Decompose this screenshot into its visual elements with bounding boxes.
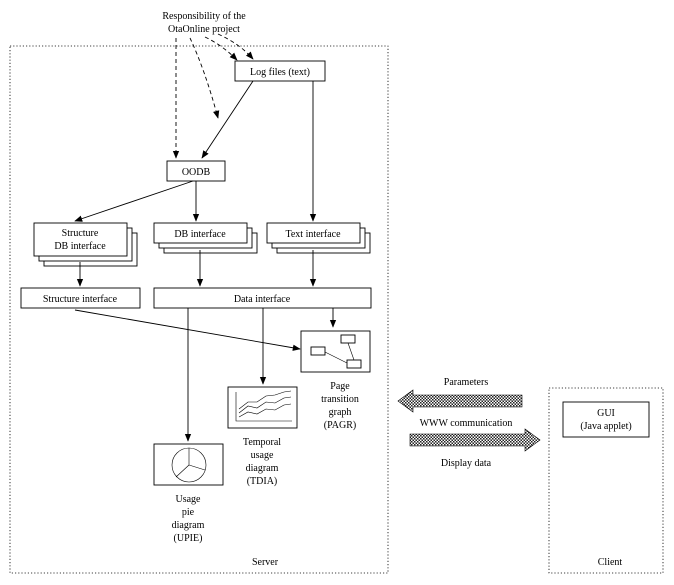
db-interface-label: DB interface — [174, 229, 226, 240]
data-interface-label: Data interface — [234, 294, 291, 305]
text-interface-box — [266, 222, 361, 244]
arrow-structure-interface-to-pagr — [74, 309, 301, 351]
gui-label-line-2: (Java applet) — [580, 421, 631, 432]
structure-db-interface-label-line-2: DB interface — [54, 241, 106, 252]
www-communication-label: WWW communication — [420, 418, 513, 429]
arrow-log-to-oodb — [201, 80, 254, 159]
pagr-label-line-3: graph — [329, 407, 352, 418]
tdia-label-line-2: usage — [251, 450, 274, 461]
pagr-node-top — [340, 334, 356, 344]
tdia-label-line-3: diagram — [246, 463, 279, 474]
responsibility-arrow-middle — [204, 36, 238, 61]
upie-slice-line-2 — [188, 464, 206, 471]
tdia-label-line-4: (TDIA) — [247, 476, 278, 487]
gui-label-line-1: GUI — [597, 408, 615, 419]
pagr-node-left — [310, 346, 326, 356]
log-files-label: Log files (text) — [250, 67, 310, 78]
structure-interface-label: Structure interface — [43, 294, 118, 305]
upie-label-line-1: Usage — [176, 494, 202, 505]
pagr-edge-left-bottom — [324, 351, 348, 364]
parameters-label: Parameters — [444, 377, 489, 388]
pagr-label-line-2: transition — [321, 394, 359, 405]
pagr-node-bottom — [346, 359, 362, 369]
upie-pie-icon — [153, 443, 224, 486]
tdia-axes — [235, 392, 292, 422]
display-data-arrow-icon — [409, 428, 541, 452]
structure-db-interface-label-line-1: Structure — [62, 228, 99, 239]
pagr-label-line-4: (PAGR) — [324, 420, 356, 431]
log-files-box — [234, 60, 326, 82]
server-frame — [9, 45, 389, 574]
pagr-label-line-1: Page — [330, 381, 350, 392]
tdia-chart-icon — [227, 386, 298, 429]
upie-label-line-3: diagram — [172, 520, 205, 531]
structure-db-interface-box — [33, 222, 128, 257]
server-label: Server — [252, 557, 279, 568]
structure-interface-box — [20, 287, 141, 309]
responsibility-arrow-db — [189, 37, 220, 119]
tdia-line-3 — [238, 390, 292, 410]
responsibility-note-line-2: OtaOnline project — [168, 24, 240, 35]
gui-box — [562, 401, 650, 438]
client-frame — [548, 387, 664, 574]
tdia-label-line-1: Temporal — [243, 437, 281, 448]
responsibility-note-line-1: Responsibility of the — [162, 11, 246, 22]
text-interface-label: Text interface — [285, 229, 341, 240]
tdia-line-1 — [238, 403, 292, 418]
responsibility-arrow-log — [217, 33, 254, 60]
tdia-line-2 — [238, 396, 292, 414]
arrow-oodb-to-structure-db — [74, 180, 194, 222]
display-data-label: Display data — [441, 458, 492, 469]
data-interface-box — [153, 287, 372, 309]
client-label: Client — [598, 557, 623, 568]
parameters-arrow-icon — [397, 389, 523, 413]
oodb-label: OODB — [182, 167, 211, 178]
pagr-edge-top-bottom — [347, 342, 355, 361]
upie-label-line-2: pie — [182, 507, 195, 518]
db-interface-box — [153, 222, 248, 244]
upie-slice-line-3 — [175, 464, 190, 478]
upie-label-line-4: (UPIE) — [174, 533, 203, 544]
